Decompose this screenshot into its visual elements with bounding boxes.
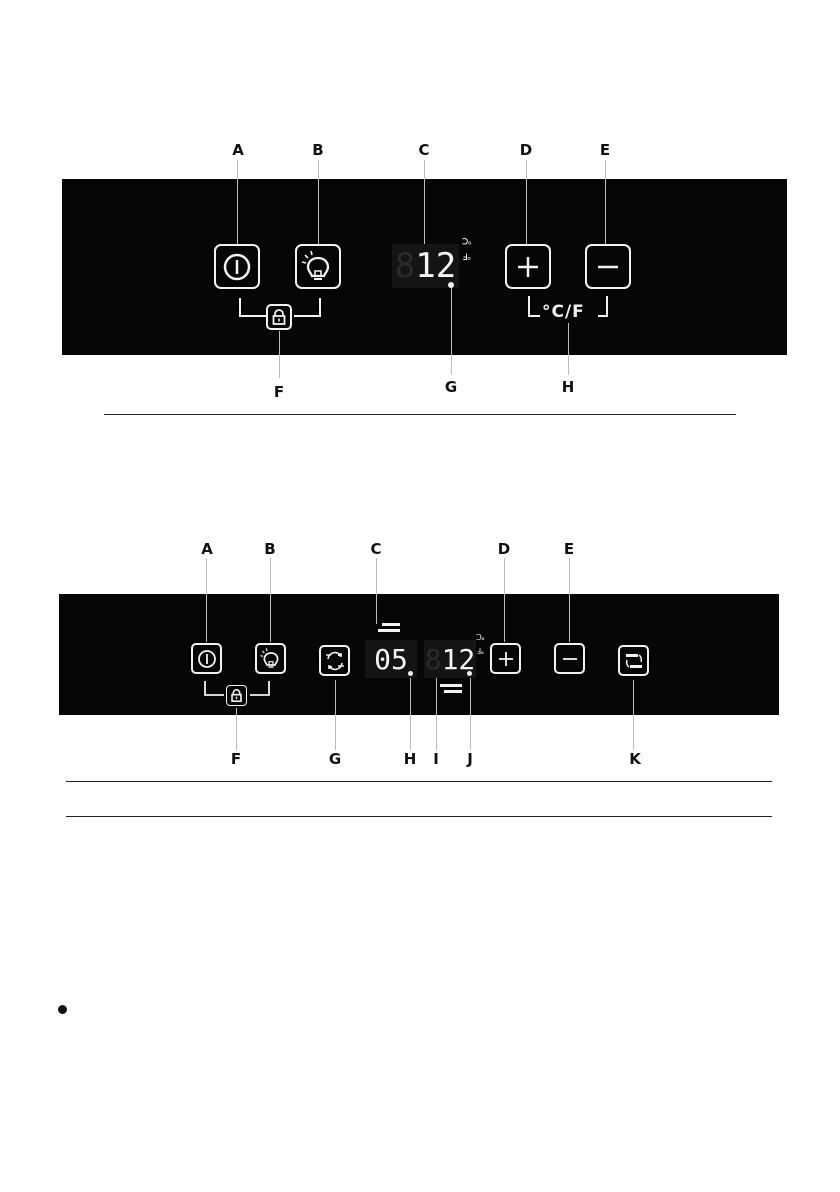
label-f: F [231, 750, 241, 768]
plus-icon [497, 650, 515, 668]
bullet-point [58, 1005, 67, 1014]
divider-3 [66, 816, 772, 817]
label-e: E [564, 540, 574, 558]
leader-line-h [410, 678, 411, 750]
leader-line-h [568, 323, 569, 375]
lock-icon [230, 689, 243, 702]
label-a: A [232, 141, 244, 159]
lower-indicator-dot [467, 671, 472, 676]
label-g: G [329, 750, 341, 768]
leader-line-c [376, 558, 377, 624]
label-h: H [404, 750, 417, 768]
power-icon [222, 252, 252, 282]
power-button[interactable] [191, 643, 222, 674]
leader-line-b [318, 160, 319, 244]
leader-line-e [569, 558, 570, 642]
leader-line-d [526, 160, 527, 244]
upper-indicator-dot [408, 671, 413, 676]
light-bulb-icon [259, 647, 283, 671]
light-button[interactable] [295, 244, 341, 289]
zone-sync-button[interactable] [618, 645, 649, 676]
temp-up-button[interactable] [505, 244, 551, 289]
upper-zone-icon [378, 622, 402, 634]
leader-line-a [206, 558, 207, 642]
leader-line-b [270, 558, 271, 642]
label-k: K [629, 750, 641, 768]
leader-line-g [451, 287, 452, 375]
leader-line-j [470, 678, 471, 750]
display-ghost-digit: 8 [395, 246, 415, 286]
label-b: B [312, 141, 323, 159]
label-f: F [274, 383, 284, 401]
label-c: C [370, 540, 381, 558]
leader-line-e [605, 160, 606, 244]
label-d: D [520, 141, 532, 159]
label-h: H [562, 378, 575, 396]
leader-line-i [436, 678, 437, 750]
divider-1 [104, 414, 736, 415]
minus-icon [595, 254, 621, 280]
label-c: C [418, 141, 429, 159]
light-button[interactable] [255, 643, 286, 674]
zone-switch-icon [324, 650, 346, 672]
minus-icon [561, 650, 579, 668]
display-digits: 12 [415, 246, 456, 286]
display-digits-upper: 05 [374, 643, 408, 676]
label-a: A [201, 540, 213, 558]
leader-line-c [424, 160, 425, 244]
label-e: E [600, 141, 610, 159]
control-panel-dual-zone [59, 594, 779, 715]
leader-line-a [237, 160, 238, 244]
display-ghost-digit: 8 [425, 643, 442, 676]
plus-icon [515, 254, 541, 280]
child-lock-button[interactable] [226, 685, 247, 706]
label-d: D [498, 540, 510, 558]
label-b: B [264, 540, 275, 558]
temp-down-button[interactable] [554, 643, 585, 674]
leader-line-f [236, 708, 237, 750]
label-i: I [433, 750, 439, 768]
lock-icon [271, 309, 287, 325]
display-indicator-dot [448, 282, 454, 288]
power-button[interactable] [214, 244, 260, 289]
unit-toggle-label: °C/F [542, 302, 585, 322]
temp-down-button[interactable] [585, 244, 631, 289]
leader-line-d [504, 558, 505, 642]
divider-2 [66, 781, 772, 782]
power-icon [197, 649, 217, 669]
child-lock-button[interactable] [266, 304, 292, 330]
label-j: J [467, 750, 473, 768]
label-g: G [445, 378, 457, 396]
leader-line-g [335, 680, 336, 750]
leader-line-f [279, 331, 280, 378]
temp-up-button[interactable] [490, 643, 521, 674]
zone-sync-icon [623, 650, 645, 672]
lower-zone-icon [440, 683, 464, 695]
unit-symbols: ℉ ℃ [462, 235, 472, 260]
leader-line-k [633, 680, 634, 750]
zone-select-button[interactable] [319, 645, 350, 676]
light-bulb-icon [300, 249, 336, 285]
unit-symbols: ℉ ℃ [476, 632, 486, 655]
